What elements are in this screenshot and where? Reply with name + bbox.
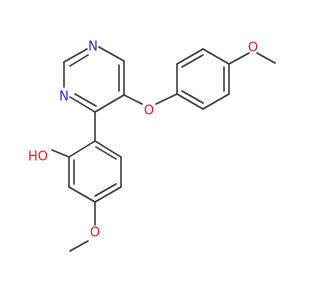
bond (94, 94, 125, 113)
methoxyphenyl-ring (176, 48, 276, 110)
bond (69, 240, 89, 252)
bond (69, 96, 96, 113)
bond (202, 48, 230, 65)
bond (51, 149, 70, 158)
bond (176, 93, 204, 110)
bond (181, 90, 204, 104)
oxygen-label: O (248, 41, 258, 56)
bond (181, 54, 204, 68)
ether-linkage (123, 93, 178, 105)
hydroxyl-label: HO (28, 150, 48, 165)
bond (68, 140, 96, 158)
bond (74, 93, 97, 107)
nitrogen-label: N (59, 90, 69, 105)
molecule-canvas: N N O O HO O (27, 39, 276, 252)
bond (94, 183, 117, 197)
bond (95, 146, 117, 160)
phenol-ring (51, 140, 122, 252)
bond (94, 140, 122, 158)
bond (155, 93, 178, 105)
bond (256, 52, 276, 64)
molecule-structure: N N O O HO O (28, 40, 276, 252)
bond (176, 48, 204, 65)
oxygen-label: O (144, 104, 154, 119)
bond (202, 93, 230, 110)
oxygen-label: O (90, 226, 100, 241)
bond (69, 54, 89, 67)
atom-labels: N N O O HO O (28, 40, 258, 241)
bond (228, 52, 250, 65)
bond (98, 46, 125, 62)
bond (63, 48, 88, 63)
bond (94, 186, 122, 203)
nitrogen-label: N (88, 40, 98, 55)
pyrimidine-ring (63, 46, 125, 113)
bond (68, 186, 96, 203)
bond (123, 94, 143, 105)
